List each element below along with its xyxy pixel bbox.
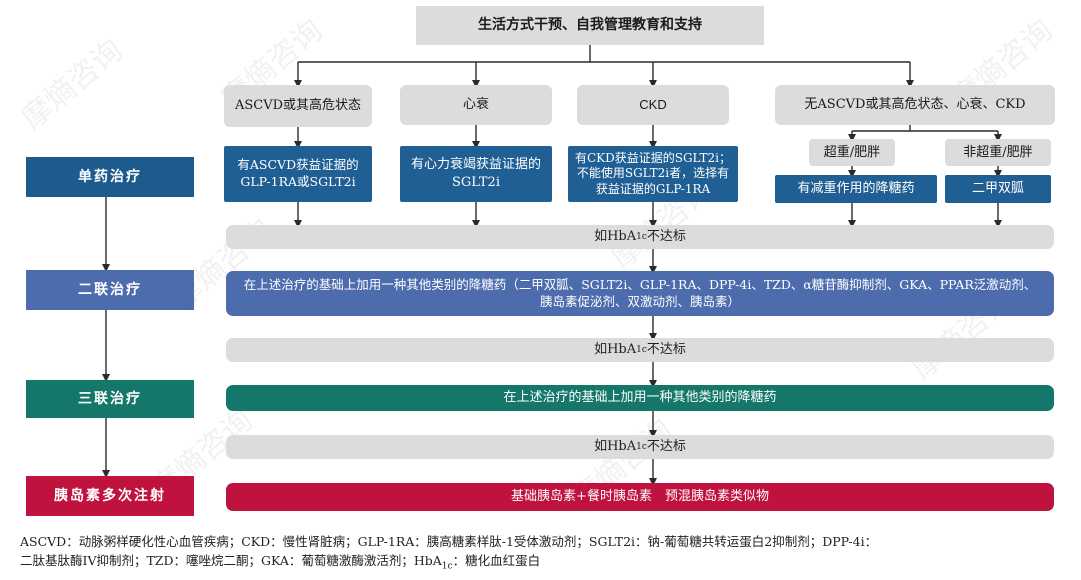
- footnote-line-2-sub: 1c: [441, 561, 453, 572]
- category-heart-failure: 心衰: [400, 85, 552, 125]
- hba1c-suffix: 不达标: [646, 342, 686, 358]
- category-ckd: CKD: [577, 85, 729, 125]
- category-none: 无ASCVD或其高危状态、心衰、CKD: [775, 85, 1055, 125]
- mono-option-ascvd: 有ASCVD获益证据的GLP-1RA或SGLT2i: [224, 146, 372, 202]
- stage-dual: 二联治疗: [26, 270, 194, 310]
- sub-category-overweight: 超重/肥胖: [809, 139, 895, 166]
- hba1c-sub: 1c: [636, 344, 647, 355]
- hba1c-prefix: 如HbA: [594, 342, 637, 358]
- footnote-line-2-post: ：糖化血红蛋白: [452, 553, 541, 568]
- mono-option-metformin: 二甲双胍: [945, 175, 1051, 203]
- hba1c-prefix: 如HbA: [594, 229, 637, 245]
- triple-therapy-bar: 在上述治疗的基础上加用一种其他类别的降糖药: [226, 385, 1054, 411]
- category-ascvd: ASCVD或其高危状态: [224, 85, 372, 127]
- footnote: ASCVD：动脉粥样硬化性心血管疾病；CKD：慢性肾脏病；GLP-1RA：胰高糖…: [20, 532, 1065, 577]
- hba1c-suffix: 不达标: [646, 229, 686, 245]
- hba1c-sub: 1c: [636, 231, 647, 242]
- hba1c-sub: 1c: [636, 441, 647, 452]
- mono-option-heart-failure: 有心力衰竭获益证据的SGLT2i: [400, 146, 552, 202]
- mono-option-weight-loss: 有减重作用的降糖药: [775, 175, 937, 203]
- mono-option-ckd: 有CKD获益证据的SGLT2i；不能使用SGLT2i者，选择有获益证据的GLP-…: [568, 146, 738, 202]
- hba1c-suffix: 不达标: [646, 439, 686, 455]
- insulin-therapy-bar: 基础胰岛素+餐时胰岛素 预混胰岛素类似物: [226, 483, 1054, 511]
- hba1c-prefix: 如HbA: [594, 439, 637, 455]
- lifestyle-intervention-box: 生活方式干预、自我管理教育和支持: [416, 6, 764, 45]
- stage-triple: 三联治疗: [26, 380, 194, 418]
- footnote-line-2: 二肽基肽酶IV抑制剂；TZD：噻唑烷二酮；GKA：葡萄糖激酶激活剂；HbA1c：…: [20, 551, 1065, 577]
- stage-mono: 单药治疗: [26, 157, 194, 197]
- footnote-line-2-pre: 二肽基肽酶IV抑制剂；TZD：噻唑烷二酮；GKA：葡萄糖激酶激活剂；HbA: [20, 553, 442, 568]
- sub-category-not-overweight: 非超重/肥胖: [945, 139, 1051, 166]
- stage-insulin: 胰岛素多次注射: [26, 476, 194, 516]
- dual-therapy-bar: 在上述治疗的基础上加用一种其他类别的降糖药（二甲双胍、SGLT2i、GLP-1R…: [226, 271, 1054, 316]
- footnote-line-1: ASCVD：动脉粥样硬化性心血管疾病；CKD：慢性肾脏病；GLP-1RA：胰高糖…: [20, 534, 878, 549]
